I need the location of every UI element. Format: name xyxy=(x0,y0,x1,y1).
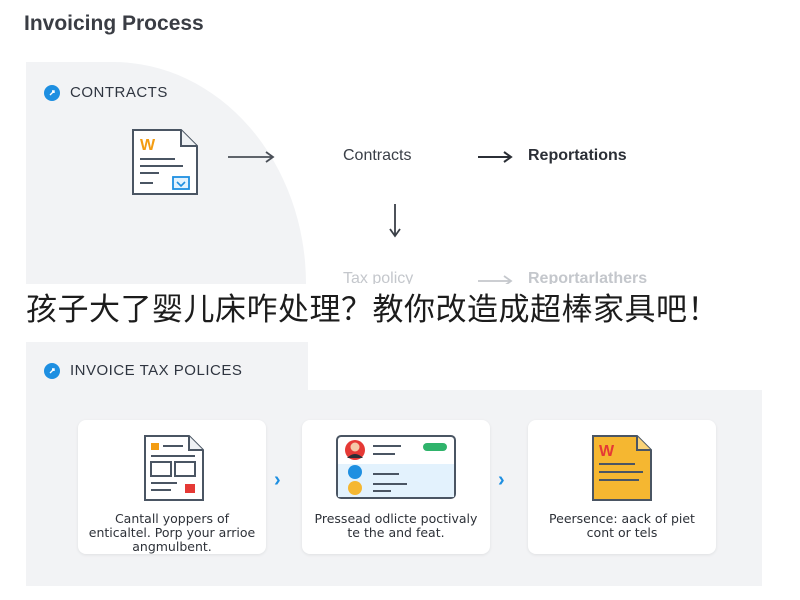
card-caption: Pressead odlicte poctivaly te the and fe… xyxy=(314,511,478,540)
contracts-section-header: CONTRACTS xyxy=(44,84,168,101)
flow-step-contracts: Contracts xyxy=(343,147,412,164)
card-caption: Peersence: aack of piet cont or tels xyxy=(549,511,695,540)
chevron-right-icon: › xyxy=(498,469,505,491)
arrow-right-icon xyxy=(478,151,513,163)
caption-banner-text: 孩子大了婴儿床咋处理？教你改造成超棒家具吧！ xyxy=(26,292,719,328)
card-caption: Cantall yoppers of enticaltel. Porp your… xyxy=(88,511,256,554)
profile-card-icon xyxy=(336,435,456,499)
contracts-section-title: CONTRACTS xyxy=(70,84,168,101)
invoice-tax-section-header: INVOICE TAX POLICES xyxy=(44,362,242,379)
word-document-icon: W xyxy=(132,129,198,195)
arrow-down-icon xyxy=(389,204,401,238)
process-card: W Peersence: aack of piet cont or tels xyxy=(528,420,716,554)
invoice-tax-section-title: INVOICE TAX POLICES xyxy=(70,362,243,379)
caption-banner xyxy=(0,284,800,332)
process-card: Cantall yoppers of enticaltel. Porp your… xyxy=(78,420,266,554)
info-dot-icon xyxy=(44,84,60,101)
page-title: Invoicing Process xyxy=(24,12,204,35)
faded-flow-reportarlathers: Reportarlathers xyxy=(528,270,648,287)
svg-text:W: W xyxy=(599,443,615,460)
svg-text:W: W xyxy=(140,137,156,154)
invoice-tax-tab xyxy=(26,342,308,394)
faded-flow-tax-policy: Tax policy xyxy=(343,270,414,287)
arrow-right-icon xyxy=(228,151,275,163)
yellow-word-document-icon: W xyxy=(592,435,652,501)
process-card: Pressead odlicte poctivaly te the and fe… xyxy=(302,420,490,554)
flow-step-reportations: Reportations xyxy=(528,147,627,164)
form-document-icon xyxy=(144,435,204,501)
info-dot-icon xyxy=(44,362,60,379)
chevron-right-icon: › xyxy=(274,469,281,491)
